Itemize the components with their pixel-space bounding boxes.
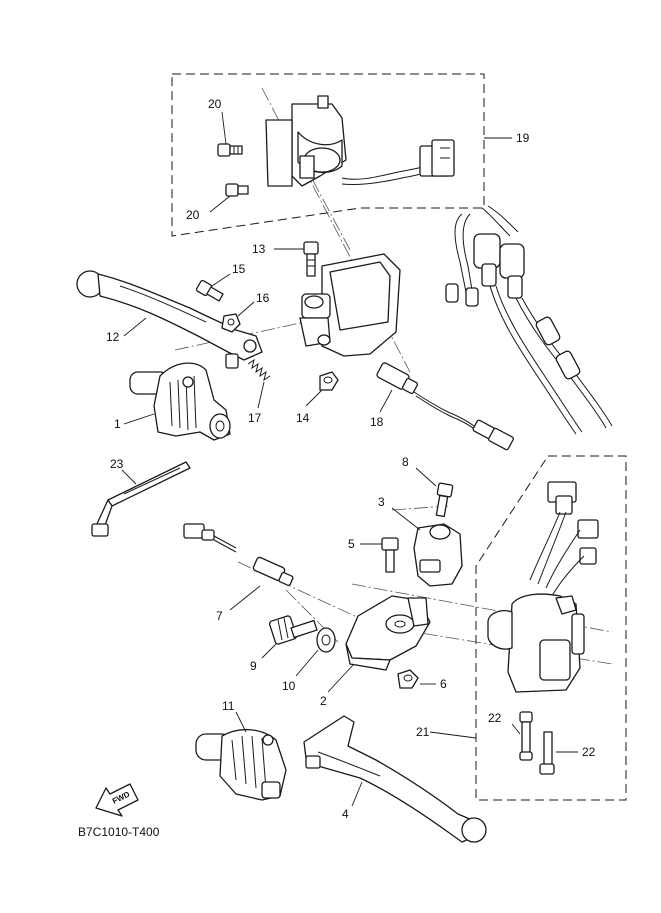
- callout-20-bottom: 20: [186, 208, 200, 222]
- callout-1: 1: [114, 417, 121, 431]
- callout-23: 23: [110, 457, 124, 471]
- callout-9: 9: [250, 659, 257, 673]
- part-18-brake-switch: [376, 362, 514, 451]
- callout-4: 4: [342, 807, 349, 821]
- part-5-bolt: [381, 537, 399, 573]
- callout-15: 15: [232, 262, 246, 276]
- callout-19: 19: [516, 131, 530, 145]
- callout-22-right: 22: [582, 745, 596, 759]
- part-3-clamp: [413, 523, 463, 587]
- part-9-adjuster: [268, 615, 318, 645]
- callout-16: 16: [256, 291, 270, 305]
- part-22-screw-left: [519, 711, 533, 761]
- part-11-lever-boot: [195, 729, 287, 801]
- callout-3: 3: [378, 495, 385, 509]
- part-21-handlebar-switch: [487, 481, 599, 693]
- part-22-screw-right: [539, 731, 555, 775]
- part-15-bolt: [195, 279, 224, 302]
- callout-22-left: 22: [488, 711, 502, 725]
- lever-holder-bracket: [299, 253, 401, 357]
- part-4-clutch-lever: [303, 715, 487, 843]
- drawing-code: B7C1010-T400: [78, 825, 160, 839]
- callout-13: 13: [252, 242, 266, 256]
- callout-6: 6: [440, 677, 447, 691]
- callout-10: 10: [282, 679, 296, 693]
- part-20-screw-bottom: [225, 183, 249, 197]
- part-13-bolt: [303, 241, 319, 277]
- part-23-cable-band: [91, 461, 191, 537]
- callout-21: 21: [416, 725, 430, 739]
- part-2-lever-holder: [345, 595, 431, 671]
- part-14-nut: [319, 371, 339, 391]
- callout-2: 2: [320, 694, 327, 708]
- callout-5: 5: [348, 537, 355, 551]
- part-16-nut: [221, 313, 241, 333]
- callout-20-top: 20: [208, 97, 222, 111]
- throttle-cables: [445, 205, 613, 435]
- part-8-bolt: [435, 482, 454, 518]
- part-7-clutch-switch: [183, 523, 294, 587]
- callout-12: 12: [106, 330, 120, 344]
- callout-8: 8: [402, 455, 409, 469]
- assembly-box-19: [171, 73, 485, 237]
- part-6-nut: [397, 669, 419, 689]
- callout-14: 14: [296, 411, 310, 425]
- part-17-spring: [247, 358, 271, 382]
- callout-18: 18: [370, 415, 384, 429]
- callout-7: 7: [216, 609, 223, 623]
- part-1-lever-boot: [129, 362, 231, 441]
- part-10-locknut: [316, 627, 336, 653]
- assembly-box-21: [475, 455, 627, 801]
- part-20-screw-top: [217, 143, 243, 157]
- fwd-arrow-icon: FWD: [95, 783, 139, 817]
- part-19-handlebar-switch: [265, 95, 455, 187]
- callout-17: 17: [248, 411, 262, 425]
- callout-11: 11: [222, 699, 235, 713]
